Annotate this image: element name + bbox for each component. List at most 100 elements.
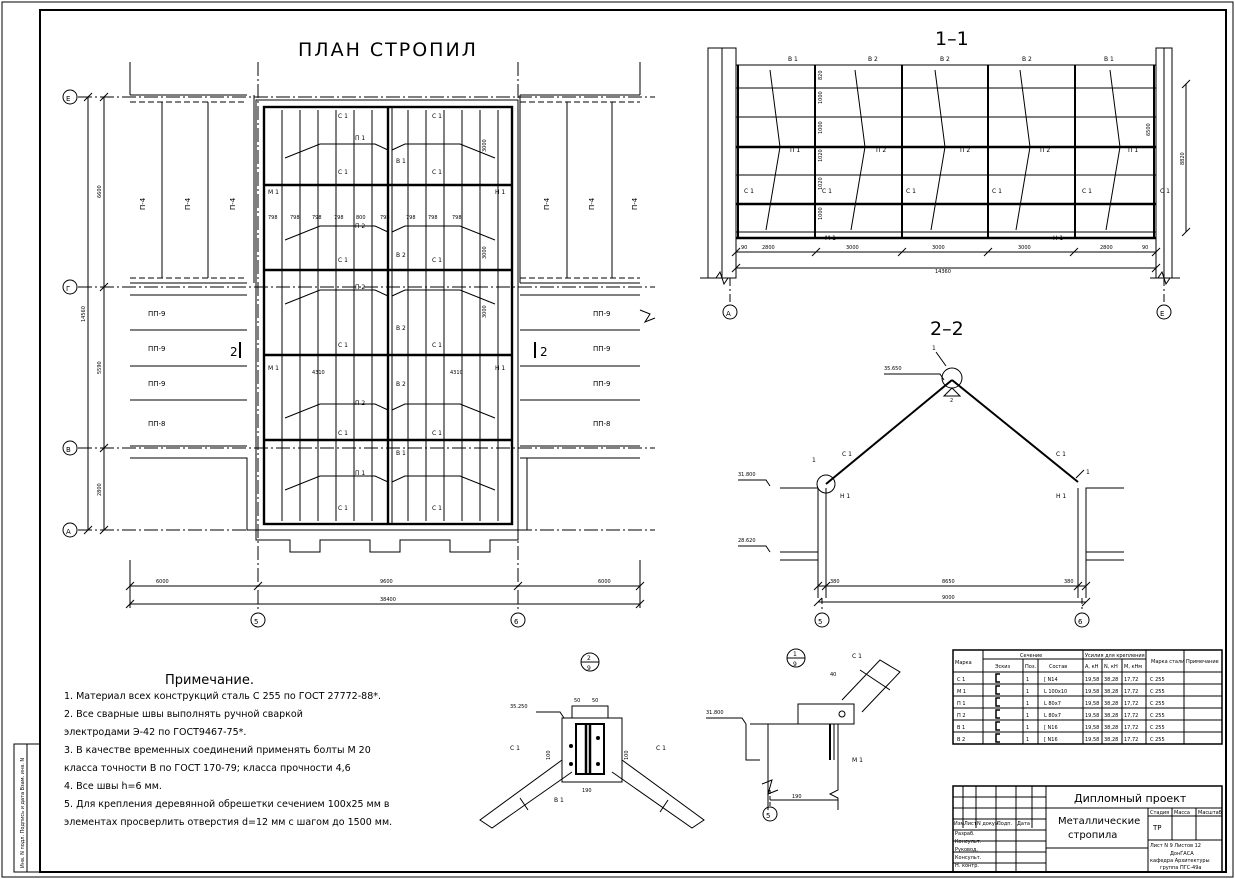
axis-label: 6 (514, 618, 519, 626)
dim-label: 14560 (81, 306, 87, 322)
mass-header: Масса (1174, 810, 1190, 816)
sec11-mid-label: П 2 (960, 147, 970, 154)
dim-label: 2800 (97, 483, 103, 496)
spec-cell: П 2 (957, 713, 966, 719)
stamp-role: Консульт. (955, 855, 982, 861)
node-mark: 2 (587, 655, 591, 662)
spec-cell: [ N16 (1044, 737, 1058, 743)
note-line: 2. Все сварные швы выполнять ручной свар… (64, 709, 303, 720)
sec11-top-label: В 1 (788, 56, 798, 63)
spec-cell: 1 (1026, 701, 1029, 707)
stamp-role: Разраб. (955, 831, 975, 837)
dim-label: 6600 (97, 185, 103, 198)
section-sketch-icon (995, 721, 1000, 731)
rod-label: Н 1 (495, 189, 505, 196)
sheet-name-1: Металлические (1058, 816, 1140, 827)
dim-label: 14360 (935, 269, 951, 275)
spec-cell: 38,28 (1104, 689, 1118, 695)
stamp-role: Консульт. (955, 839, 982, 845)
truss-label: П 2 (355, 223, 365, 230)
spec-cell: 17,72 (1124, 677, 1138, 683)
slab-label: ПП-9 (148, 345, 166, 353)
stamp-col-header: N докум. (977, 821, 1001, 827)
side-strip-text: Инв. N подл. Подпись и дата Взам. инв. N (20, 758, 26, 868)
spec-header: Усилия для крепления (1085, 653, 1145, 659)
dim-label: 40 (830, 672, 836, 678)
dim-label: 3000 (846, 245, 859, 251)
rod-label: С 1 (338, 430, 348, 437)
rod-label: С 1 (338, 113, 348, 120)
dim-label: 1000 (818, 121, 824, 134)
stage-header: Стадия (1150, 810, 1169, 816)
frame-diagonal (930, 69, 946, 231)
spec-cell: 17,72 (1124, 737, 1138, 743)
note-line: 4. Все швы h=6 мм. (64, 781, 162, 792)
dim-label: 90 (741, 245, 747, 251)
axis-label: В (66, 446, 71, 454)
slab-label: ПП-9 (148, 380, 166, 388)
spec-cell: С 255 (1150, 737, 1165, 743)
spec-header: Примечание (1186, 659, 1219, 665)
span-label: 4310 (312, 370, 325, 376)
spec-cell: 19,58 (1085, 677, 1099, 683)
stage-value: ТР (1152, 824, 1162, 832)
plan-title: ПЛАН СТРОПИЛ (298, 39, 478, 61)
spec-header: Эскиз (995, 664, 1011, 670)
spec-header: М, кНм (1124, 664, 1142, 670)
spec-header: Марка стали (1151, 659, 1184, 665)
rod-label: В 2 (396, 252, 406, 259)
spec-cell: L 80х7 (1044, 701, 1061, 707)
dim-label: 2800 (1100, 245, 1113, 251)
dim-label: 6000 (598, 579, 611, 585)
dim-label: 190 (582, 788, 592, 794)
dim-label: 380 (830, 579, 840, 585)
spec-cell: С 255 (1150, 713, 1165, 719)
node-1-detail: 1 9 С 1 М 1 31.800 40 190 5 (706, 648, 901, 822)
sec11-c-label: С 1 (906, 188, 916, 195)
level-mark: 35.650 (884, 366, 902, 372)
notes-heading: Примечание. (165, 673, 254, 688)
spec-cell: 19,58 (1085, 701, 1099, 707)
spec-header: Марка (955, 660, 972, 666)
axis-label: 5 (254, 618, 258, 626)
rod-label: Н 1 (495, 365, 505, 372)
spec-cell: С 255 (1150, 725, 1165, 731)
sec11-top-label: В 1 (1104, 56, 1114, 63)
truss-chevron (284, 289, 389, 305)
panel-label: П-4 (631, 197, 639, 210)
spacing-label: 798 (428, 215, 438, 221)
spec-cell: В 1 (957, 725, 965, 731)
stamp-role: Н. контр. (955, 863, 979, 869)
spec-cell: 38,28 (1104, 713, 1118, 719)
sec11-top-label: В 2 (1022, 56, 1032, 63)
sec11-c-label: С 1 (822, 188, 832, 195)
rod-label: В 1 (396, 158, 406, 165)
dim-label: 380 (1064, 579, 1074, 585)
note-line: класса точности В по ГОСТ 170-79; класса… (64, 763, 351, 774)
dim-label: 1020 (818, 177, 824, 190)
spec-cell: В 2 (957, 737, 965, 743)
note-line: 5. Для крепления деревянной обрешетки се… (64, 799, 390, 810)
slab-label: ПП-9 (593, 310, 611, 318)
rod-label: С 1 (338, 342, 348, 349)
rod-label: М 1 (268, 189, 279, 196)
spec-cell: 19,58 (1085, 713, 1099, 719)
sec11-c-label: С 1 (1082, 188, 1092, 195)
level-mark: 28.620 (738, 538, 756, 544)
panel-label: П-4 (139, 197, 147, 210)
stamp-col-header: Изм. (954, 821, 966, 827)
rod-label: С 1 (842, 451, 852, 458)
spec-cell: [ N16 (1044, 725, 1058, 731)
rod-label: Н 1 (1053, 235, 1063, 242)
rod-label: С 1 (432, 342, 442, 349)
spec-cell: 17,72 (1124, 713, 1138, 719)
cut-mark-2-right: 2 (540, 345, 548, 359)
spec-cell: 1 (1026, 689, 1029, 695)
node-mark: 1 (812, 457, 816, 464)
section-title: 2–2 (930, 318, 964, 340)
